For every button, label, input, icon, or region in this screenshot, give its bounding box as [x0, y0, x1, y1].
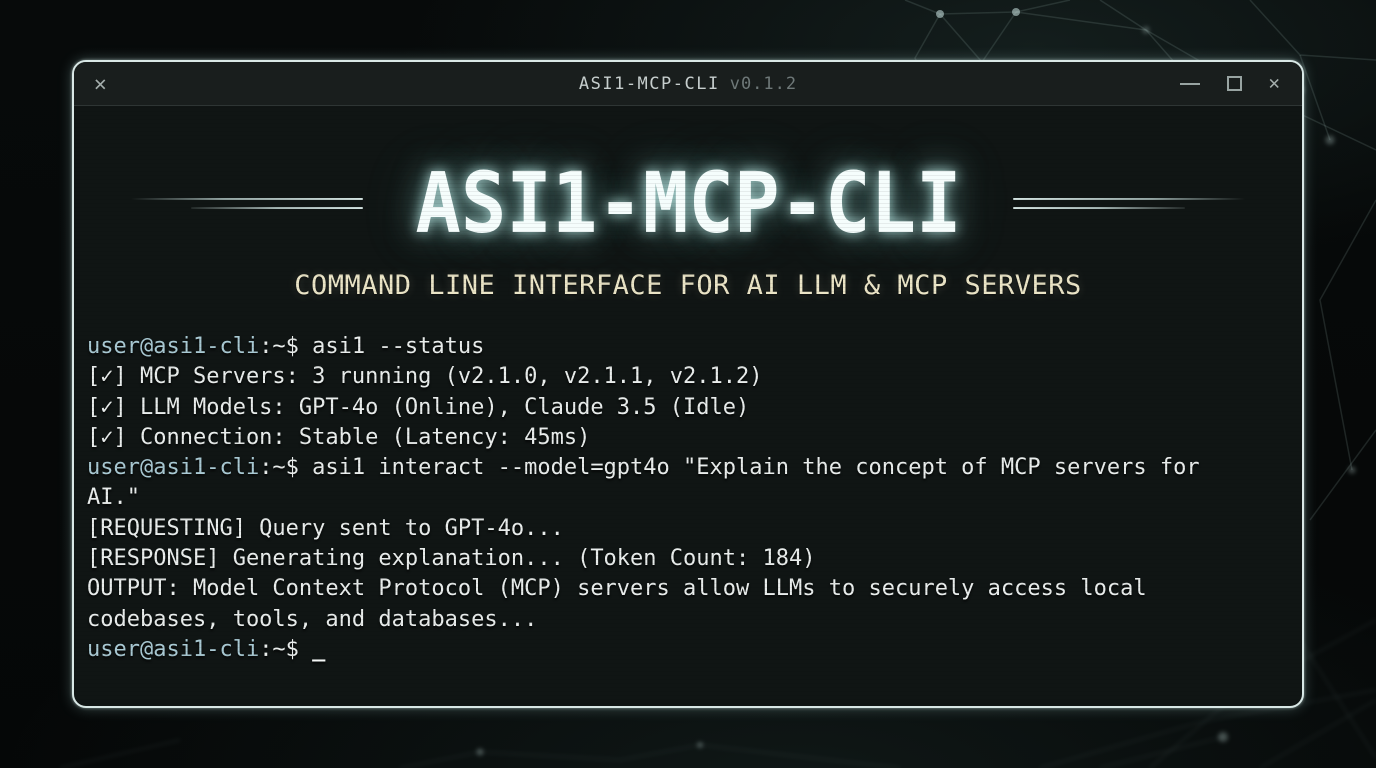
terminal-prompt: user@asi1-cli	[87, 455, 260, 481]
maximize-icon[interactable]	[1226, 76, 1242, 91]
terminal-text-segment: :~$ asi1 interact --model=gpt4o "Explain…	[259, 455, 1200, 481]
terminal-line: [✓] LLM Models: GPT-4o (Online), Claude …	[87, 393, 1294, 423]
terminal-text-segment: [✓] MCP Servers: 3 running (v2.1.0, v2.1…	[87, 364, 763, 390]
app-logo-title: ASI1-MCP-CLI	[414, 154, 962, 252]
window-title-text: ASI1-MCP-CLI	[578, 73, 720, 94]
terminal-line: AI."	[87, 483, 1294, 513]
terminal-window: ✕ ASI1-MCP-CLI v0.1.2 ✕ ASI1-MCP-CLI COMM…	[72, 60, 1304, 708]
hero-banner: ASI1-MCP-CLI	[74, 143, 1302, 263]
terminal-text-segment: :~$ asi1 --status	[259, 334, 485, 359]
close-icon[interactable]: ✕	[1268, 72, 1280, 94]
window-controls: ✕	[1179, 62, 1280, 105]
terminal-text-segment: [RESPONSE] Generating explanation... (To…	[87, 546, 816, 572]
terminal-line: [✓] MCP Servers: 3 running (v2.1.0, v2.1…	[87, 362, 1294, 392]
terminal-text-segment: [REQUESTING] Query sent to GPT-4o...	[87, 515, 564, 541]
terminal-prompt: user@asi1-cli	[87, 636, 260, 662]
terminal-text-segment: AI."	[87, 485, 140, 511]
close-icon[interactable]: ✕	[94, 71, 107, 95]
window-version: v0.1.2	[729, 73, 798, 94]
terminal-line: OUTPUT: Model Context Protocol (MCP) ser…	[87, 574, 1294, 604]
terminal-text-segment: [✓] Connection: Stable (Latency: 45ms)	[87, 424, 591, 450]
terminal-line: codebases, tools, and databases...	[87, 605, 1294, 635]
window-titlebar[interactable]: ✕ ASI1-MCP-CLI v0.1.2 ✕	[74, 62, 1302, 106]
terminal-output[interactable]: user@asi1-cli:~$ asi1 --status[✓] MCP Se…	[87, 332, 1294, 665]
window-title: ASI1-MCP-CLI v0.1.2	[74, 74, 1302, 94]
terminal-prompt: user@asi1-cli	[87, 334, 260, 359]
terminal-line: user@asi1-cli:~$ _	[87, 635, 1294, 665]
terminal-text-segment: codebases, tools, and databases...	[87, 606, 538, 632]
hero-divider-right	[1013, 196, 1246, 210]
terminal-cursor: _	[312, 636, 326, 662]
terminal-text-segment: :~$	[259, 636, 313, 662]
terminal-line: [✓] Connection: Stable (Latency: 45ms)	[87, 423, 1294, 453]
terminal-line: [RESPONSE] Generating explanation... (To…	[87, 544, 1294, 574]
terminal-text-segment: [✓] LLM Models: GPT-4o (Online), Claude …	[87, 394, 750, 420]
terminal-content: ASI1-MCP-CLI COMMAND LINE INTERFACE FOR …	[74, 107, 1302, 706]
terminal-line: [REQUESTING] Query sent to GPT-4o...	[87, 514, 1294, 544]
minimize-icon[interactable]	[1179, 82, 1200, 85]
hero-divider-left	[130, 196, 363, 210]
terminal-line: user@asi1-cli:~$ asi1 interact --model=g…	[87, 453, 1294, 483]
terminal-line: user@asi1-cli:~$ asi1 --status	[87, 332, 1294, 362]
terminal-text-segment: OUTPUT: Model Context Protocol (MCP) ser…	[87, 576, 1147, 602]
app-subtitle: COMMAND LINE INTERFACE FOR AI LLM & MCP …	[294, 270, 1082, 301]
